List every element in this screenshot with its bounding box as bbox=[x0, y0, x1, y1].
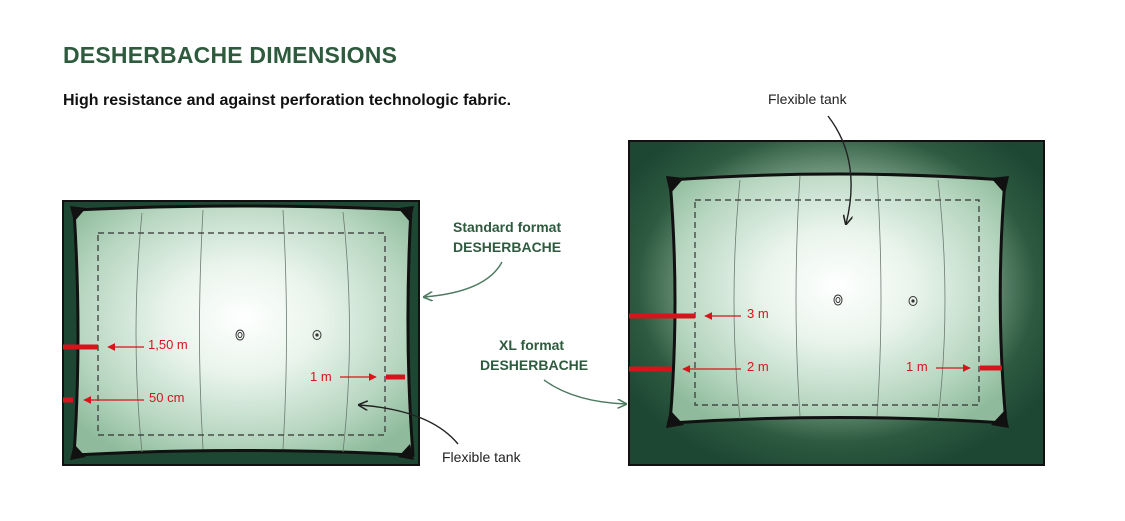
xl-corner-br bbox=[991, 410, 1009, 428]
xl-dim-3m-label: 3 m bbox=[747, 306, 769, 321]
standard-dashed-zone bbox=[97, 232, 386, 436]
xl-dim-1m-label: 1 m bbox=[906, 359, 928, 374]
standard-tank-seams bbox=[135, 209, 350, 453]
standard-format-label-line2: DESHERBACHE bbox=[453, 239, 561, 255]
page-title: DESHERBACHE DIMENSIONS bbox=[63, 42, 398, 68]
xl-tank bbox=[668, 172, 1008, 425]
xl-format-arrow bbox=[543, 379, 626, 404]
xl-corner-tr bbox=[991, 176, 1009, 194]
standard-dim-1m-label: 1 m bbox=[310, 369, 332, 384]
standard-tank-label: Flexible tank bbox=[442, 449, 522, 465]
standard-corner-bl bbox=[70, 444, 86, 460]
xl-tank-arrow bbox=[827, 115, 851, 224]
xl-dashed-zone bbox=[694, 199, 980, 406]
xl-dim-2m-label: 2 m bbox=[747, 359, 769, 374]
standard-valve-icon-1 bbox=[235, 329, 245, 341]
xl-tank-seams bbox=[733, 175, 946, 420]
standard-format-arrow bbox=[424, 261, 503, 297]
standard-corner-br bbox=[398, 444, 414, 460]
xl-format-label-line2: DESHERBACHE bbox=[480, 357, 588, 373]
xl-valve-icon-1 bbox=[833, 294, 843, 306]
xl-format-label-line1: XL format bbox=[499, 337, 564, 353]
standard-corner-tl bbox=[70, 206, 86, 222]
standard-corner-tr bbox=[398, 206, 414, 222]
xl-corner-bl bbox=[666, 410, 684, 428]
standard-format-label-line1: Standard format bbox=[453, 219, 561, 235]
standard-valve-icon-2 bbox=[312, 330, 322, 340]
xl-format-diagram: 3 m 2 m 1 m bbox=[628, 140, 1045, 466]
standard-dim-50cm-label: 50 cm bbox=[149, 390, 184, 405]
xl-corner-tl bbox=[666, 176, 684, 194]
standard-tank-arrow bbox=[359, 405, 459, 445]
standard-tank bbox=[72, 204, 415, 457]
standard-format-diagram: 1,50 m 50 cm 1 m bbox=[62, 200, 420, 466]
xl-tank-label: Flexible tank bbox=[768, 91, 848, 107]
standard-dim-150-label: 1,50 m bbox=[148, 337, 188, 352]
xl-valve-icon-2 bbox=[908, 296, 918, 306]
page-subtitle: High resistance and against perforation … bbox=[63, 92, 512, 109]
